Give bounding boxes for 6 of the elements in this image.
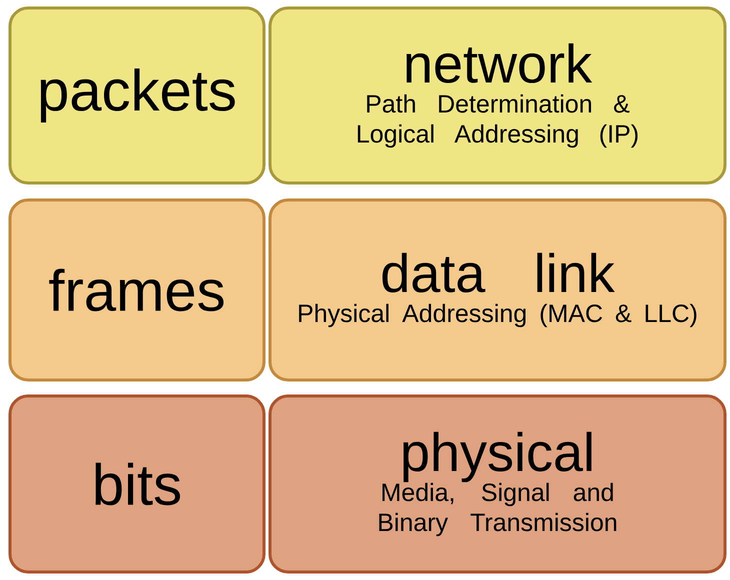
layer-box: data link Physical Addressing (MAC & LLC): [268, 198, 726, 382]
layer-box: packets: [8, 6, 266, 184]
layer-box: network Path Determination & Logical Addressing (IP): [268, 6, 726, 184]
layer-box: bits: [8, 394, 266, 574]
layer-box: physical Media, Signal and Binary Transmission: [268, 394, 726, 574]
layer-box: frames: [8, 198, 266, 382]
